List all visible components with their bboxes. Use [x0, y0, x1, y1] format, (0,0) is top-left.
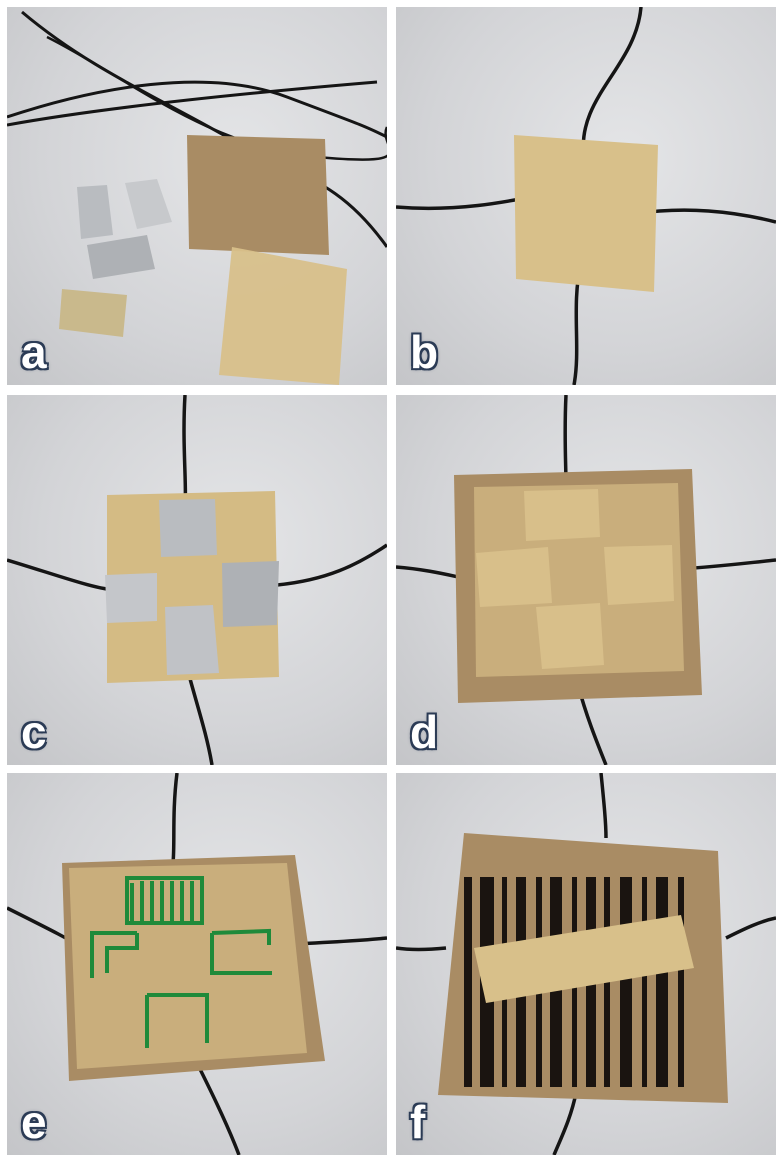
panel-label-c: c	[21, 706, 47, 758]
film-with-wires-photo	[396, 7, 776, 385]
barcode-sensor-photo	[396, 773, 776, 1155]
panel-label-e: e	[21, 1096, 47, 1148]
photo-panel-d: d	[396, 395, 776, 765]
panel-label-b: b	[410, 326, 439, 378]
panel-label-d: d	[410, 706, 439, 758]
panel-label-a: a	[21, 326, 47, 378]
photo-panel-a: a	[7, 7, 387, 385]
photo-panel-e: e	[7, 773, 387, 1155]
panel-label-f: f	[410, 1096, 426, 1148]
materials-photo	[7, 10, 387, 385]
foil-electrodes-photo	[7, 395, 387, 765]
photo-panel-f: f	[396, 773, 776, 1155]
marked-sensor-photo	[7, 773, 387, 1155]
photo-panel-c: c	[7, 395, 387, 765]
photo-panel-b: b	[396, 7, 776, 385]
taped-sensor-photo	[396, 395, 776, 765]
